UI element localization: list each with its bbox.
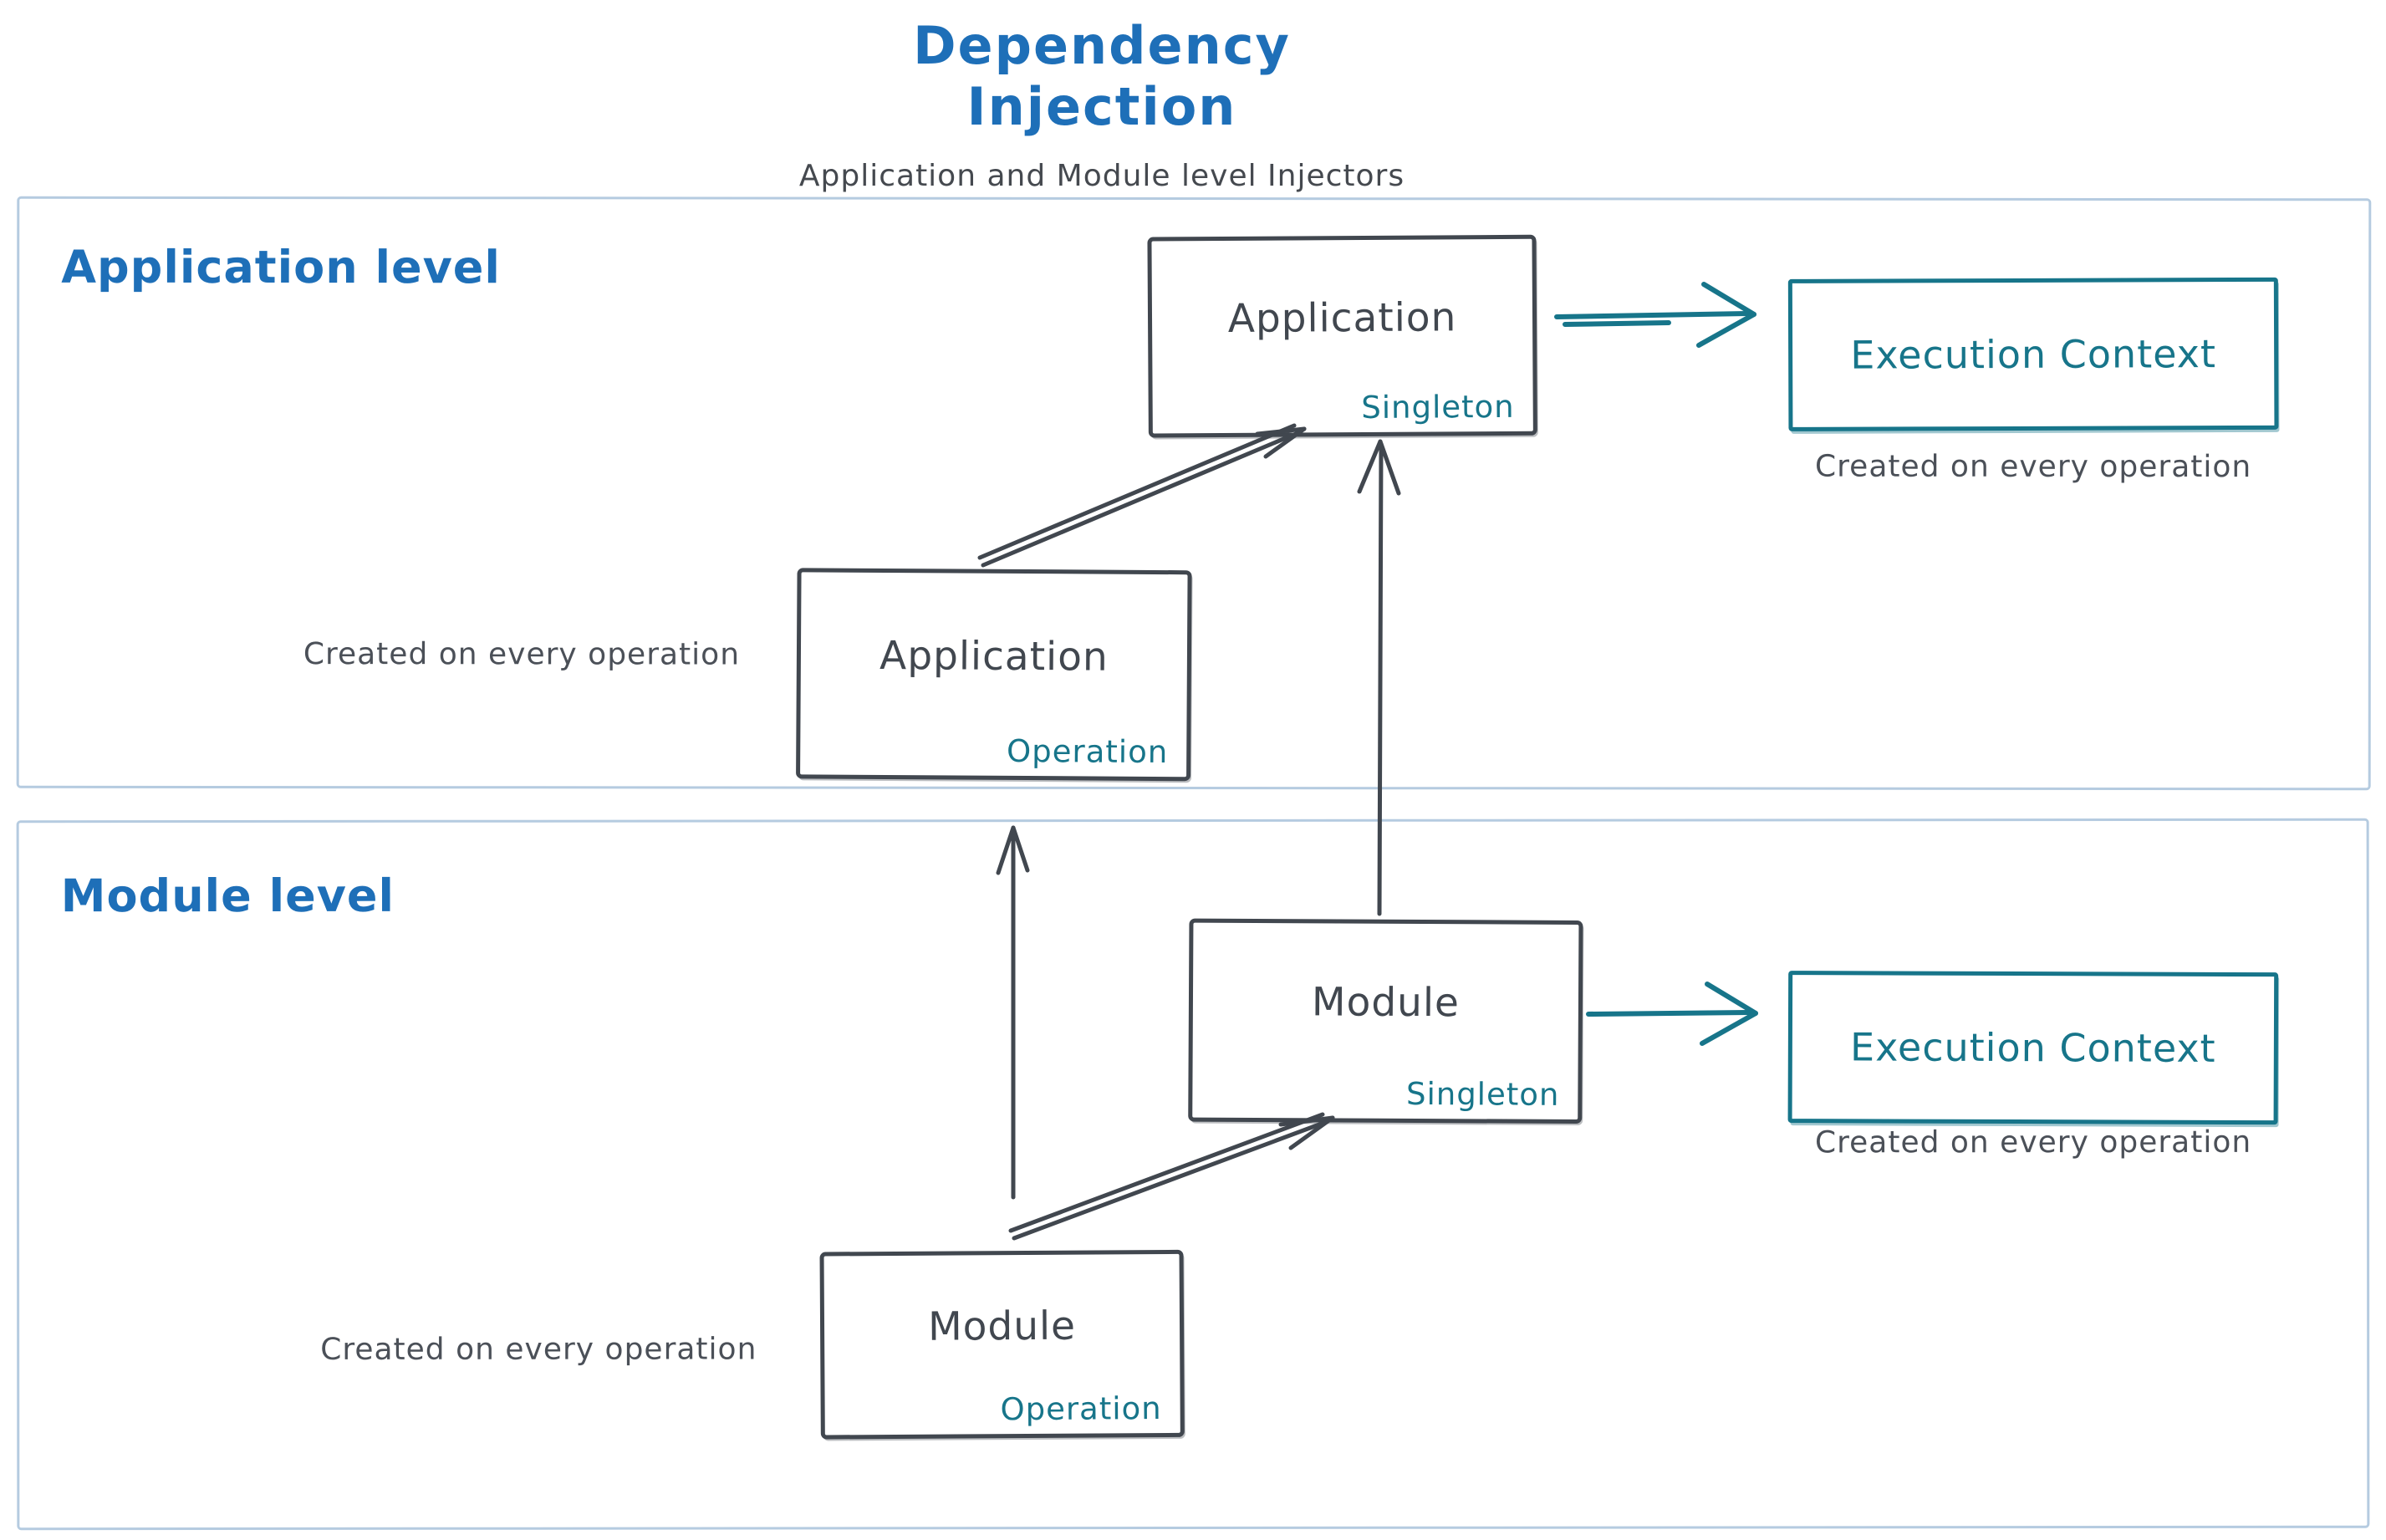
module-singleton-node: Module Singleton: [1188, 918, 1583, 1124]
module-execution-context-note: Created on every operation: [1814, 1124, 2252, 1160]
app-operation-node: Application Operation: [796, 568, 1192, 782]
app-singleton-scope: Singleton: [1361, 388, 1515, 426]
app-operation-scope: Operation: [1006, 732, 1169, 771]
app-operation-title: Application: [879, 632, 1109, 681]
app-execution-context-label: Execution Context: [1850, 331, 2217, 378]
application-level-label: Application level: [61, 240, 501, 294]
module-level-label: Module level: [60, 869, 395, 923]
module-operation-scope: Operation: [1000, 1390, 1162, 1428]
module-level-container: Module level Module Singleton Module Ope…: [16, 818, 2370, 1531]
diagram-subtitle: Application and Module level Injectors: [798, 159, 1405, 193]
app-operation-note: Created on every operation: [303, 637, 741, 672]
application-level-container: Application level Application Singleton …: [16, 196, 2372, 791]
module-singleton-scope: Singleton: [1405, 1075, 1560, 1113]
module-execution-context-box: Execution Context: [1787, 971, 2279, 1125]
module-execution-context-label: Execution Context: [1849, 1024, 2216, 1071]
app-singleton-node: Application Singleton: [1147, 234, 1537, 438]
app-execution-context-note: Created on every operation: [1815, 449, 2252, 485]
diagram-header: Dependency Injection Application and Mod…: [784, 15, 1420, 193]
diagram-title: Dependency Injection: [913, 15, 1291, 137]
app-singleton-title: Application: [1227, 293, 1457, 342]
module-operation-title: Module: [927, 1303, 1077, 1350]
module-operation-node: Module Operation: [819, 1249, 1185, 1440]
module-operation-note: Created on every operation: [320, 1332, 757, 1367]
app-execution-context-box: Execution Context: [1787, 277, 2279, 431]
module-singleton-title: Module: [1311, 979, 1461, 1027]
